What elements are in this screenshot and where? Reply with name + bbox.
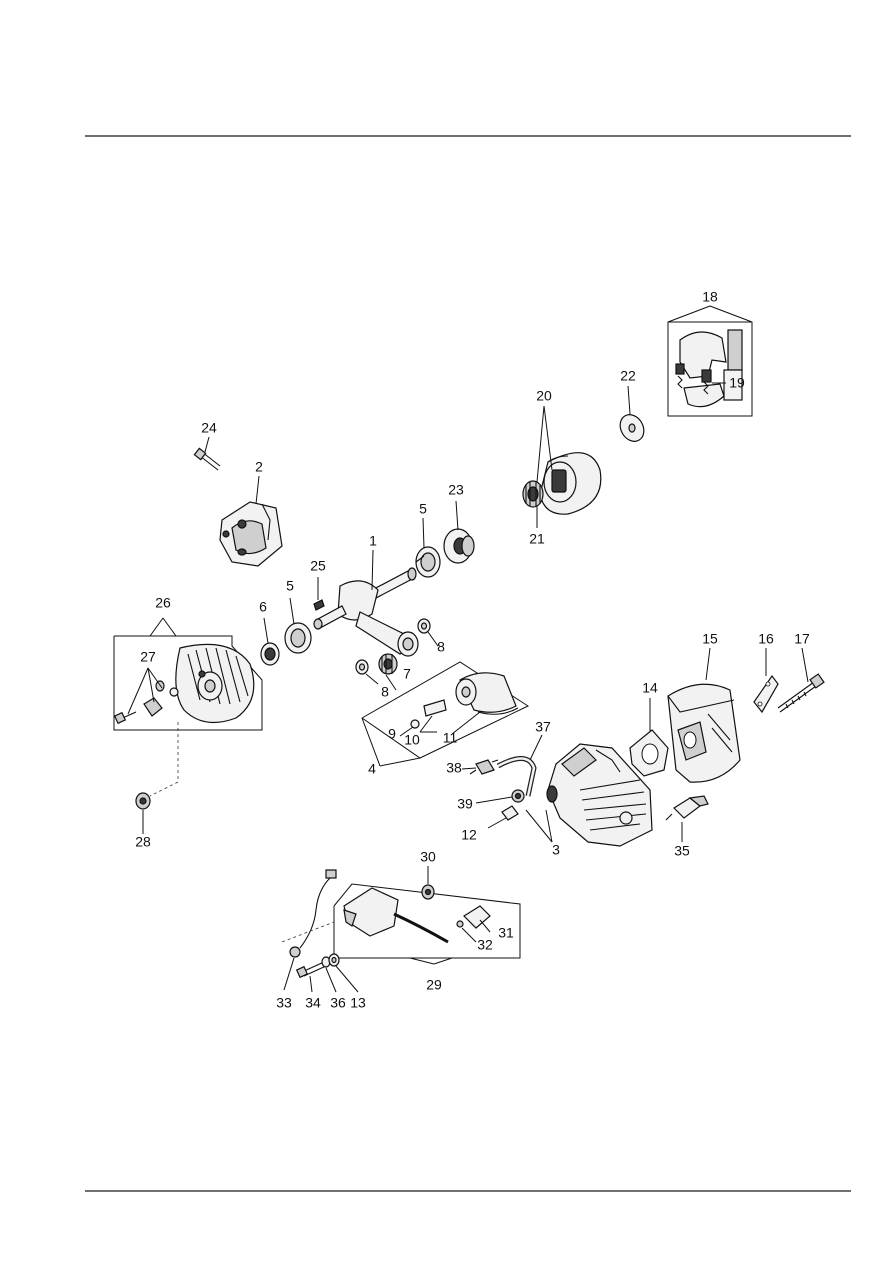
clutch-drum — [539, 452, 602, 515]
callout-36: 36 — [330, 995, 346, 1011]
bearing-5-lower — [284, 622, 312, 654]
impulse-tube-37 — [496, 756, 537, 797]
seal-6 — [260, 642, 280, 666]
needle-bearing-7 — [378, 653, 398, 675]
callout-18: 18 — [702, 289, 718, 305]
needle-bearing-21 — [522, 480, 544, 508]
plate-16 — [753, 674, 779, 714]
callout-37: 37 — [535, 719, 551, 735]
callout-19: 19 — [729, 375, 745, 391]
washer-8-lower — [355, 659, 369, 675]
callout-17: 17 — [794, 631, 810, 647]
clutch-shoes-group — [667, 321, 753, 417]
callout-1: 1 — [369, 533, 377, 549]
callout-33: 33 — [276, 995, 292, 1011]
callout-25: 25 — [310, 558, 326, 574]
plug-12 — [501, 805, 519, 821]
callout-39: 39 — [457, 796, 473, 812]
callout-21: 21 — [529, 531, 545, 547]
callout-26: 26 — [155, 595, 171, 611]
callout-8-right: 8 — [437, 639, 445, 655]
callout-32: 32 — [477, 937, 493, 953]
callout-4: 4 — [368, 761, 376, 777]
callout-38: 38 — [446, 760, 462, 776]
callout-29: 29 — [426, 977, 442, 993]
piston-group — [361, 661, 530, 759]
key-25 — [313, 599, 325, 611]
washer-22 — [619, 414, 645, 442]
callout-22: 22 — [620, 368, 636, 384]
ignition-group — [333, 883, 521, 959]
callout-11: 11 — [443, 730, 458, 746]
nut-28 — [135, 792, 151, 810]
callout-2: 2 — [255, 459, 263, 475]
callout-24: 24 — [201, 420, 217, 436]
callout-5-lower: 5 — [286, 578, 294, 594]
bolt-34 — [295, 961, 327, 979]
bearing-5-upper — [415, 546, 441, 578]
washer-13 — [328, 953, 340, 967]
callout-28: 28 — [135, 834, 151, 850]
fitting-39 — [511, 789, 525, 803]
callout-30: 30 — [420, 849, 436, 865]
callout-5-upper: 5 — [419, 501, 427, 517]
crankshaft-1 — [313, 567, 419, 657]
callout-9: 9 — [388, 726, 396, 742]
callout-13: 13 — [350, 995, 366, 1011]
flywheel-group — [113, 635, 263, 731]
callout-6: 6 — [259, 599, 267, 615]
callout-7: 7 — [403, 666, 411, 682]
callout-16: 16 — [758, 631, 774, 647]
callout-34: 34 — [305, 995, 321, 1011]
bolt-24 — [193, 447, 221, 471]
callout-27: 27 — [140, 649, 156, 665]
callout-10: 10 — [404, 732, 420, 748]
callout-23: 23 — [448, 482, 464, 498]
callout-35: 35 — [674, 843, 690, 859]
muffler-15 — [667, 683, 741, 783]
callout-15: 15 — [702, 631, 718, 647]
gasket-14 — [629, 729, 669, 777]
spark-plug-35 — [665, 795, 709, 821]
clip-38 — [469, 759, 499, 775]
bolt-17 — [777, 673, 825, 713]
callout-3: 3 — [552, 842, 560, 858]
crankcase-2 — [219, 501, 283, 567]
nut-30 — [421, 884, 435, 900]
callout-12: 12 — [461, 827, 477, 843]
cylinder-3 — [546, 743, 653, 847]
washer-8-right — [417, 618, 431, 634]
lead-wire-33 — [281, 869, 337, 958]
callout-8-lower: 8 — [381, 684, 389, 700]
callout-20: 20 — [536, 388, 552, 404]
callout-31: 31 — [498, 925, 514, 941]
seal-23 — [443, 528, 475, 564]
callout-14: 14 — [642, 680, 658, 696]
